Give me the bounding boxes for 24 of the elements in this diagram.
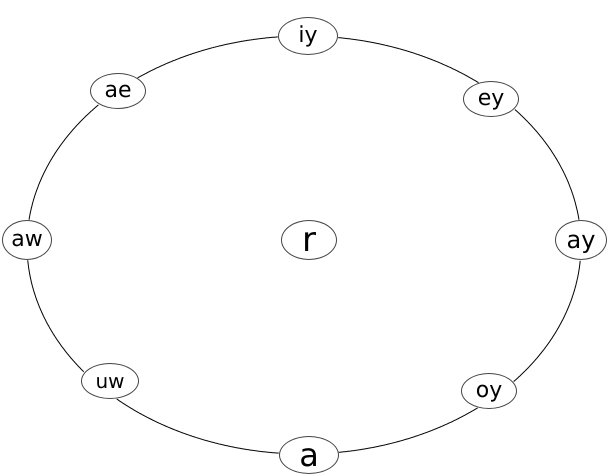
phoneme-label: ay [566,228,596,252]
phoneme-oval [2,220,52,260]
connector-arc [28,104,99,220]
phoneme-oval [281,220,337,260]
connector-arc [338,37,479,84]
phoneme-label: oy [476,380,502,402]
connector-arc [513,260,581,382]
phoneme-label: aw [11,229,43,251]
phoneme-label: uw [95,371,125,391]
phoneme-oval [461,373,517,409]
phoneme-oval [463,81,519,117]
phoneme-label: ae [104,80,132,102]
phoneme-label: a [299,439,319,471]
phoneme-oval [81,363,139,399]
connector-arc [137,36,278,78]
phoneme-label: ey [478,88,504,110]
phoneme-oval [555,220,607,260]
phoneme-label: iy [298,25,318,47]
phoneme-oval [90,73,146,109]
connector-arc [27,260,84,372]
connector-arc [116,398,280,454]
phoneme-label: r [302,223,316,257]
connector-arc [338,407,478,453]
connector-arc [514,109,580,220]
